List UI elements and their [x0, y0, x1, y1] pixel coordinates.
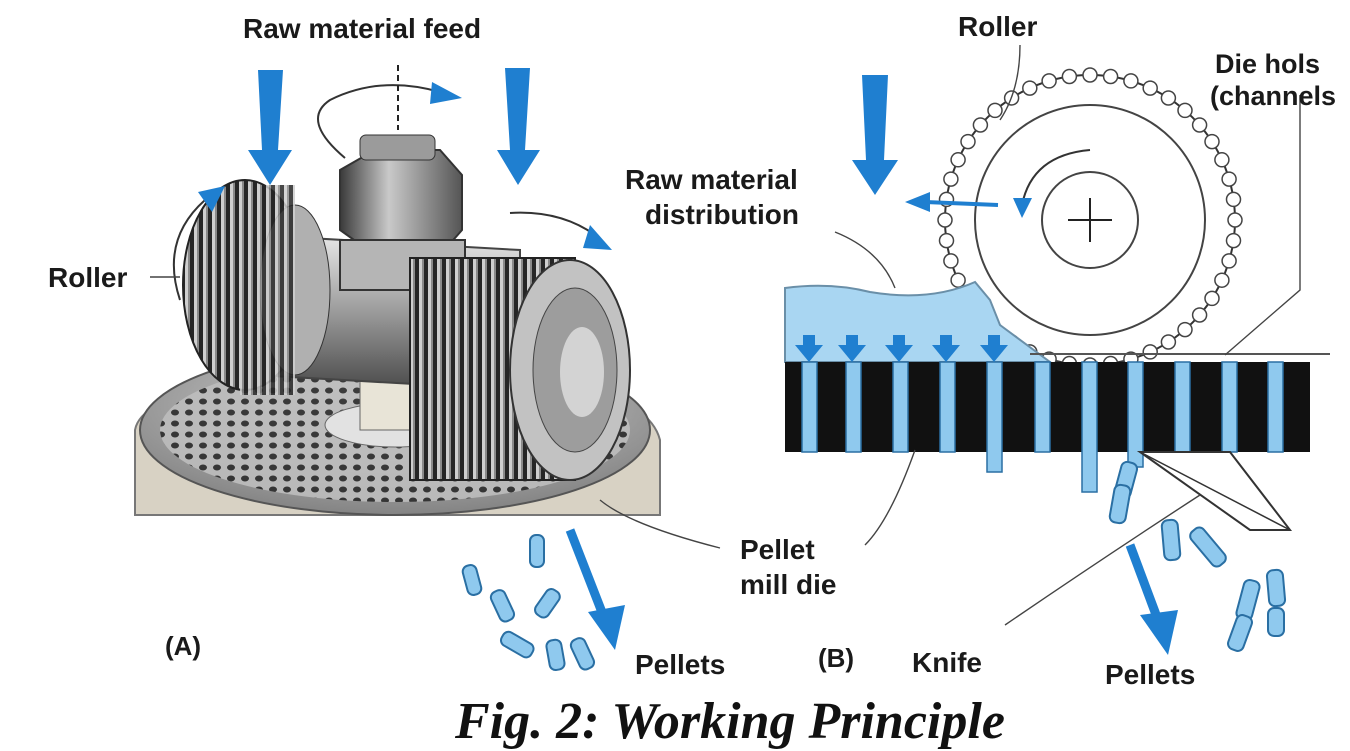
panel-a-label: (A) — [165, 631, 202, 661]
feed-arrow-b — [852, 75, 898, 195]
leader-lines — [150, 44, 1301, 626]
distribution-arrows — [795, 335, 1008, 362]
distribution-direction-arrow — [905, 192, 999, 212]
pellets-a-label: Pellets — [635, 649, 726, 680]
roller-a-left — [182, 179, 331, 395]
pellets-a-arrow — [565, 528, 625, 650]
roller-a-right — [409, 257, 631, 481]
die-channel — [1081, 361, 1098, 493]
pellets-b-label: Pellets — [1105, 659, 1196, 690]
panel-b-label: (B) — [818, 643, 855, 673]
die-channel — [1221, 361, 1238, 453]
roller-b-gear — [937, 67, 1243, 373]
die-channel — [986, 361, 1003, 473]
knife — [1136, 451, 1293, 531]
raw-material-distribution-label-line1: Raw material — [625, 164, 798, 195]
pellet-mill-die-b — [785, 353, 1330, 493]
die-channel — [892, 361, 909, 453]
figure-caption: Fig. 2: Working Principle — [455, 693, 1005, 750]
die-channel — [801, 361, 818, 453]
knife-label: Knife — [912, 647, 982, 678]
panel-a-machine — [134, 65, 661, 516]
roller-a-label: Roller — [48, 262, 128, 293]
feed-arrow-right — [497, 68, 540, 185]
die-channel — [939, 361, 956, 453]
raw-material-distribution-label-line2: distribution — [645, 199, 799, 230]
pellet-mill-die-label-line1: Pellet — [740, 534, 815, 565]
pellet-mill-die-label-line2: mill die — [740, 569, 837, 600]
raw-material-feed-label: Raw material feed — [243, 13, 482, 44]
pellets-b-group — [1108, 460, 1287, 652]
die-channel — [1034, 361, 1051, 453]
roller-b-label: Roller — [958, 11, 1038, 42]
pellets-a-group — [461, 534, 596, 672]
die-channel — [845, 361, 862, 453]
feed-arrow-left — [248, 70, 292, 185]
die-channel — [1267, 361, 1284, 453]
pellets-b-arrow — [1125, 543, 1178, 655]
die-channel — [1174, 361, 1191, 453]
die-holes-label-line2: (channels — [1210, 81, 1337, 111]
die-holes-label-line1: Die hols — [1215, 49, 1321, 79]
